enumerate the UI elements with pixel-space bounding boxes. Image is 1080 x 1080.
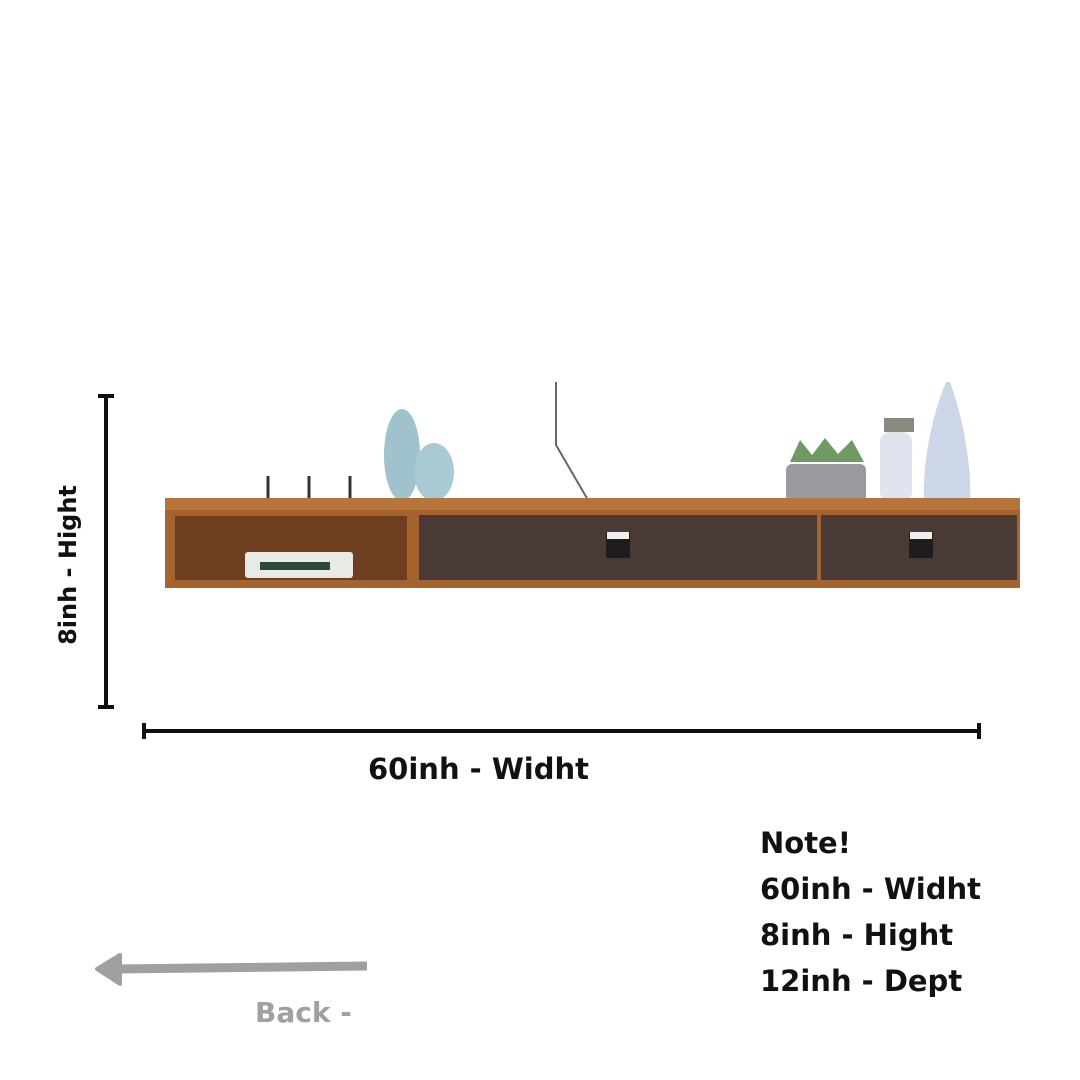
width-dimension-line <box>142 723 981 739</box>
note-title: Note! <box>760 826 851 860</box>
floating-shelf <box>165 498 1020 588</box>
vase-left <box>384 409 454 501</box>
back-arrow-icon[interactable] <box>95 953 368 986</box>
dimensions-note: Note! 60inh - Widht 8inh - Hight 12inh -… <box>760 820 981 1004</box>
cable <box>555 382 589 501</box>
note-width: 60inh - Widht <box>760 872 982 906</box>
back-button[interactable]: Back - <box>255 996 352 1029</box>
width-dimension-label: 60inh - Widht <box>368 752 590 786</box>
vases-right <box>880 382 971 502</box>
height-dimension-line <box>98 394 114 709</box>
plant-pot <box>786 438 866 502</box>
note-depth: 12inh - Dept <box>760 964 963 998</box>
note-height: 8inh - Hight <box>760 918 954 952</box>
height-dimension-label: 8inh - Hight <box>54 485 82 645</box>
